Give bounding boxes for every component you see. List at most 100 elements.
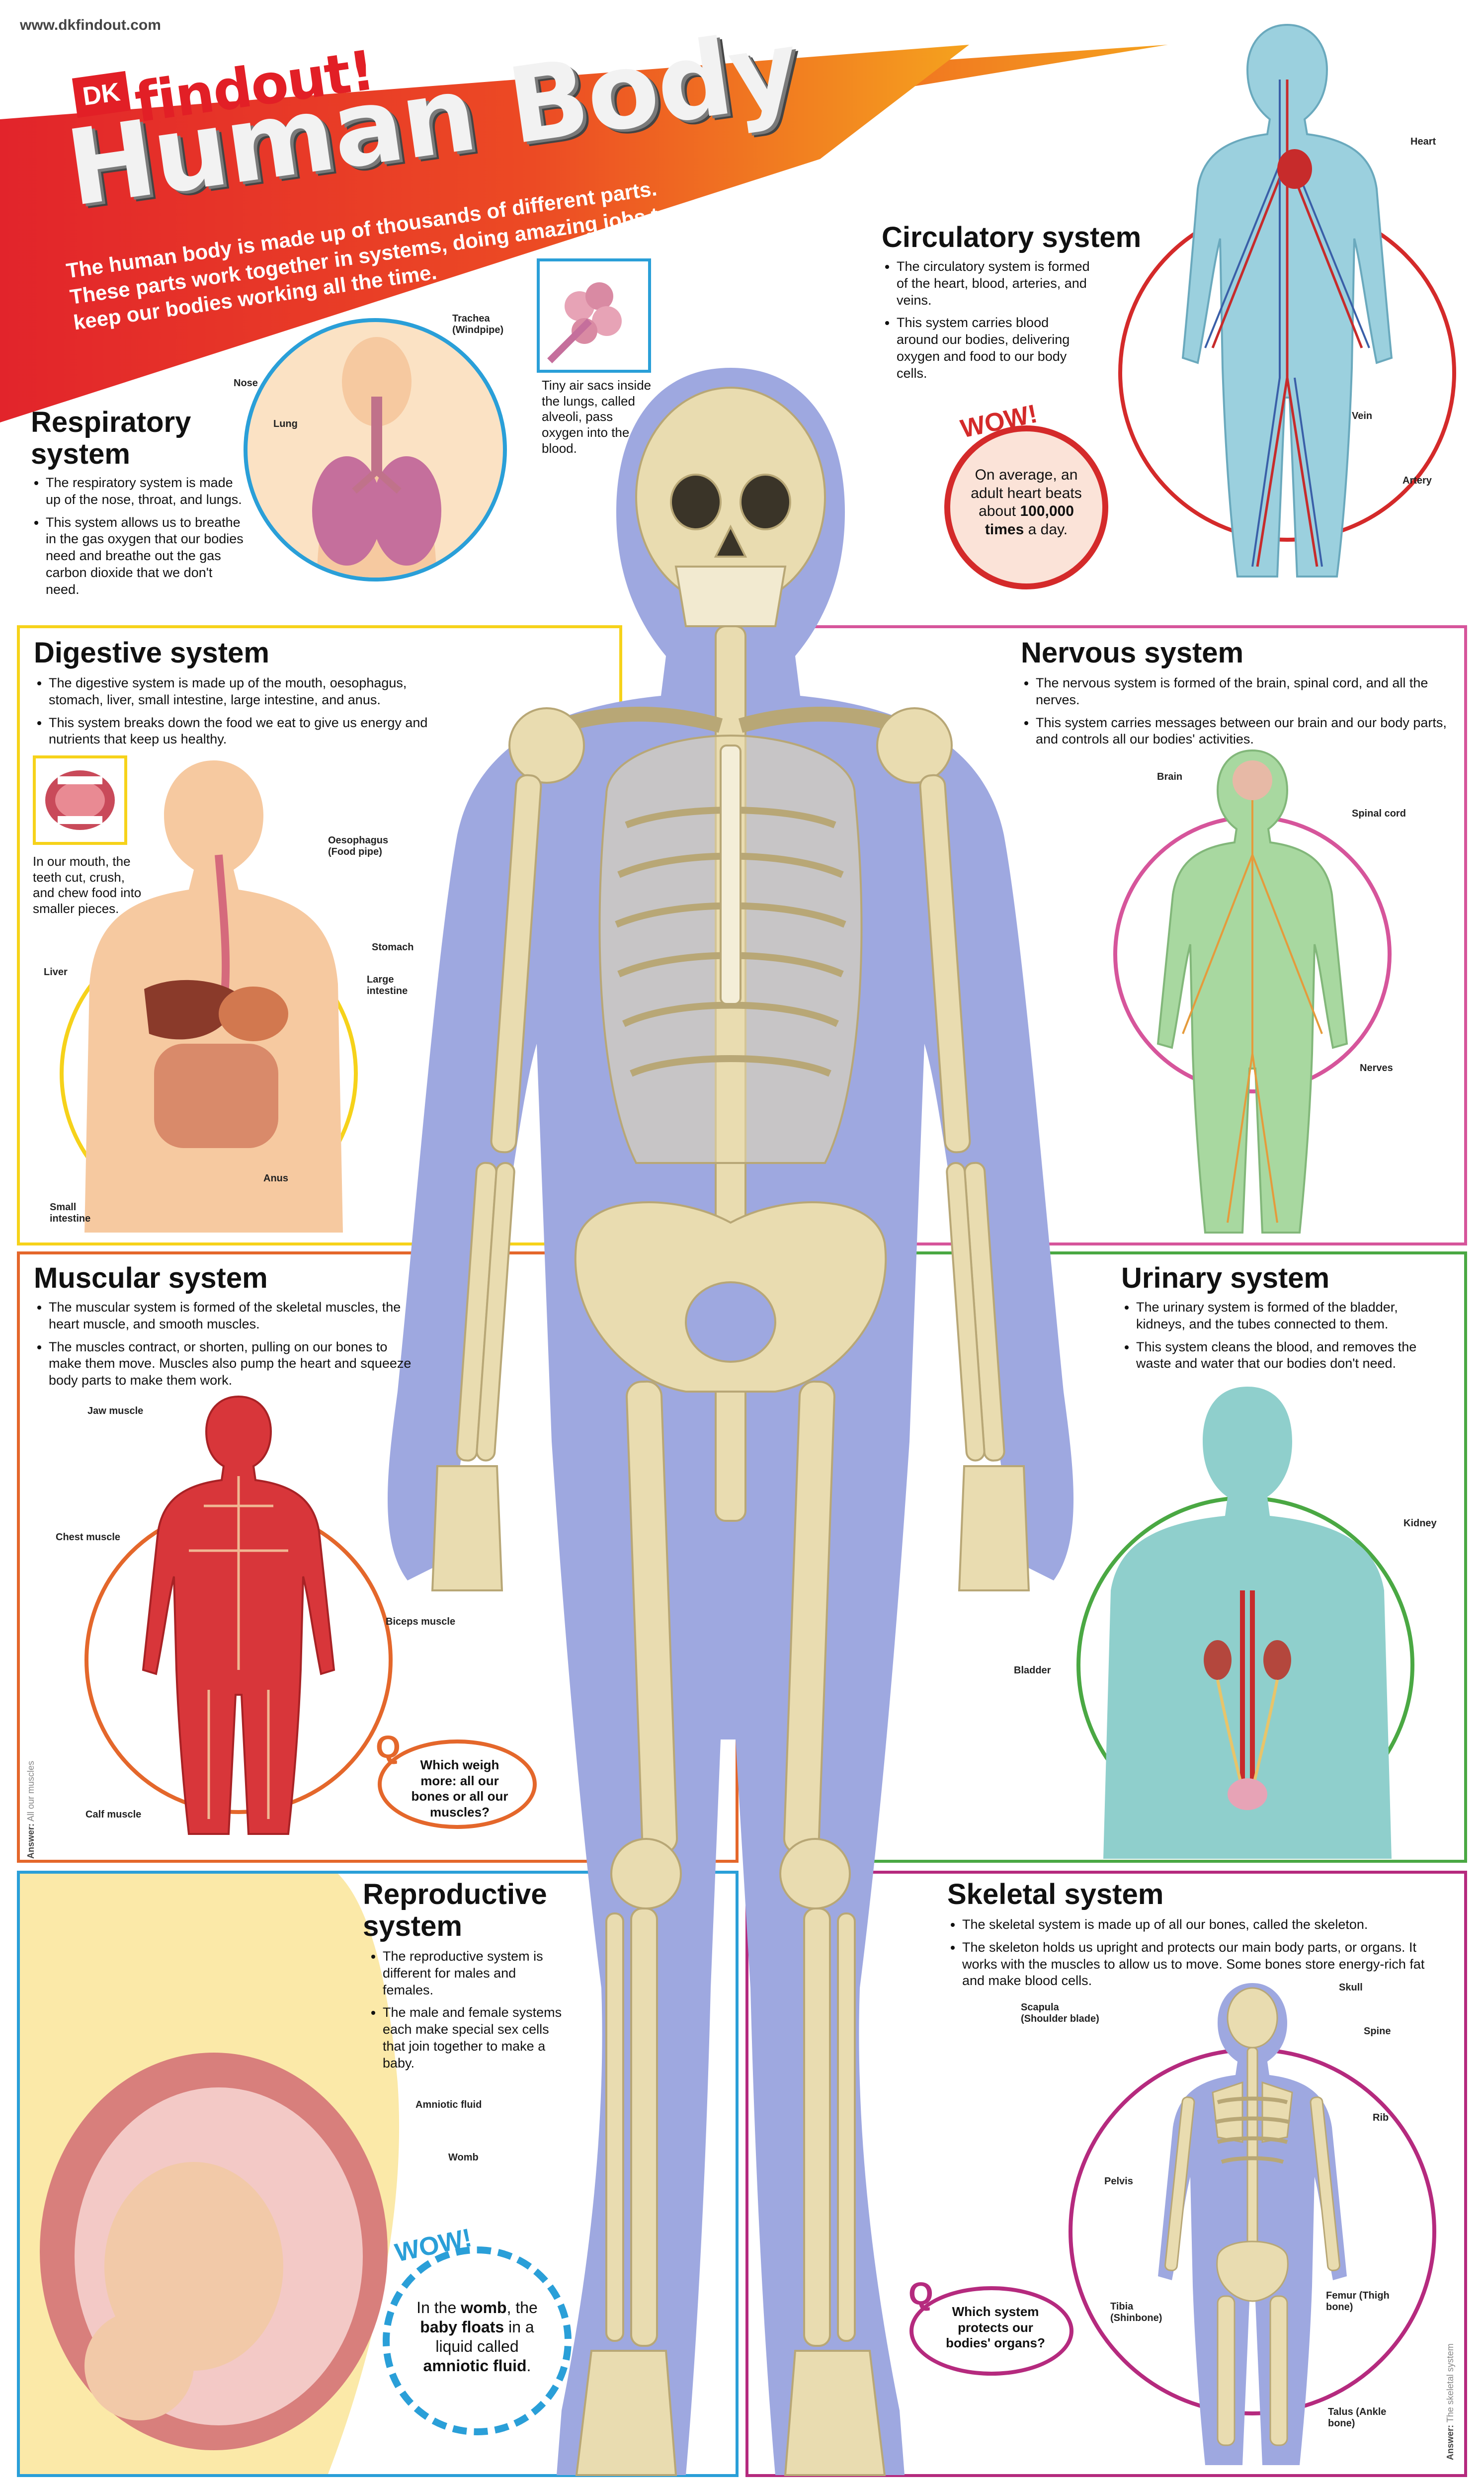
heart-organ bbox=[1277, 149, 1312, 189]
label-chest-muscle: Chest muscle bbox=[56, 1532, 121, 1543]
question-badge: Q bbox=[908, 2276, 933, 2312]
nervous-bullet: This system carries messages between our… bbox=[1036, 715, 1448, 748]
circulatory-title: Circulatory system bbox=[882, 221, 1142, 253]
title-banner bbox=[0, 45, 1168, 422]
label-oesophagus: Oesophagus (Food pipe) bbox=[328, 835, 389, 857]
muscular-figure bbox=[142, 1395, 335, 1835]
digestive-text: The digestive system is made up of the m… bbox=[34, 675, 461, 754]
kidney-left bbox=[1204, 1640, 1232, 1680]
mouth-icon bbox=[45, 770, 115, 830]
circulatory-bullet: The circulatory system is formed of the … bbox=[897, 258, 1090, 309]
wow-text: On average, an adult heart beats about bbox=[971, 467, 1082, 520]
label-nose: Nose bbox=[234, 378, 258, 389]
label-biceps-muscle: Biceps muscle bbox=[386, 1616, 456, 1627]
label-spine: Spine bbox=[1364, 2026, 1391, 2037]
circulatory-bullet: This system carries blood around our bod… bbox=[897, 315, 1090, 382]
stomach-organ bbox=[219, 987, 288, 1041]
muscle-question-text: Which weigh more: all our bones or all o… bbox=[411, 1757, 508, 1820]
muscular-bullet: The muscular system is formed of the ske… bbox=[49, 1299, 412, 1333]
urinary-text: The urinary system is formed of the blad… bbox=[1121, 1299, 1449, 1378]
label-kidney: Kidney bbox=[1403, 1518, 1437, 1529]
mouth-caption: In our mouth, the teeth cut, crush, and … bbox=[33, 854, 142, 916]
label-brain: Brain bbox=[1157, 771, 1183, 782]
alveoli-inset bbox=[537, 258, 651, 373]
wow-text-bold: baby floats bbox=[420, 2318, 504, 2336]
wow-text: In the bbox=[416, 2299, 457, 2317]
circulatory-figure bbox=[1181, 23, 1393, 578]
label-skull: Skull bbox=[1339, 1982, 1363, 1993]
nervous-title: Nervous system bbox=[1021, 637, 1244, 669]
liver-organ bbox=[144, 980, 239, 1040]
label-scapula: Scapula (Shoulder blade) bbox=[1021, 2002, 1099, 2024]
label-large-intestine: Large intestine bbox=[367, 974, 408, 996]
wow-text: a day. bbox=[1028, 521, 1068, 538]
nervous-bullet: The nervous system is formed of the brai… bbox=[1036, 675, 1448, 709]
skeleton-answer: Answer: The skeletal system bbox=[1445, 2343, 1456, 2460]
muscular-bullet: The muscles contract, or shorten, pullin… bbox=[49, 1339, 412, 1389]
skeletal-title: Skeletal system bbox=[947, 1878, 1164, 1910]
label-femur: Femur (Thigh bone) bbox=[1326, 2290, 1390, 2313]
answer-label: Answer: bbox=[1445, 2424, 1455, 2460]
alveoli-illustration bbox=[547, 282, 622, 363]
reproductive-bullet: The male and female systems each make sp… bbox=[383, 2004, 567, 2071]
nervous-figure bbox=[1156, 749, 1348, 1234]
label-anus: Anus bbox=[263, 1173, 288, 1184]
label-talus: Talus (Ankle bone) bbox=[1328, 2406, 1387, 2429]
label-nerves: Nerves bbox=[1360, 1063, 1393, 1074]
label-jaw-muscle: Jaw muscle bbox=[87, 1406, 144, 1416]
label-vein: Vein bbox=[1352, 411, 1373, 421]
muscular-title: Muscular system bbox=[34, 1262, 268, 1294]
skeleton-question-text: Which system protects our bodies' organs… bbox=[946, 2304, 1045, 2351]
alveoli-caption: Tiny air sacs inside the lungs, called a… bbox=[542, 378, 652, 456]
reproductive-title: Reproductive system bbox=[363, 1878, 547, 1942]
mouth-inset bbox=[33, 755, 127, 845]
circulatory-text: The circulatory system is formed of the … bbox=[882, 258, 1090, 388]
muscle-answer: Answer: All our muscles bbox=[26, 1761, 36, 1859]
answer-text: The skeletal system bbox=[1445, 2343, 1455, 2423]
intestine-organ bbox=[154, 1044, 278, 1148]
answer-text: All our muscles bbox=[26, 1760, 36, 1822]
womb-illustration bbox=[40, 2053, 388, 2450]
label-womb: Womb bbox=[448, 2152, 479, 2163]
nervous-text: The nervous system is formed of the brai… bbox=[1021, 675, 1448, 754]
respiratory-illustration bbox=[312, 337, 441, 578]
digestive-bullet: This system breaks down the food we eat … bbox=[49, 715, 461, 748]
skull-bone-small bbox=[1227, 1987, 1278, 2049]
womb-wow-bubble: WOW! In the womb, the baby floats in a l… bbox=[383, 2223, 572, 2435]
label-small-intestine: Small intestine bbox=[50, 1202, 91, 1224]
skeletal-bullet: The skeleton holds us upright and protec… bbox=[962, 1939, 1449, 1989]
urinary-bullet: This system cleans the blood, and remove… bbox=[1136, 1339, 1449, 1373]
label-heart: Heart bbox=[1410, 136, 1436, 147]
urinary-bullet: The urinary system is formed of the blad… bbox=[1136, 1299, 1449, 1333]
urinary-figure bbox=[1103, 1387, 1392, 1859]
reproductive-text: The reproductive system is different for… bbox=[368, 1948, 567, 2077]
respiratory-title: Respiratory system bbox=[31, 406, 191, 470]
label-bladder: Bladder bbox=[1014, 1665, 1051, 1676]
muscle-question-bubble: Q Which weigh more: all our bones or all… bbox=[376, 1729, 537, 1829]
question-badge: Q bbox=[376, 1729, 401, 1765]
brain-organ bbox=[1233, 760, 1272, 800]
label-liver: Liver bbox=[44, 967, 68, 978]
label-trachea: Trachea (Windpipe) bbox=[452, 313, 504, 335]
baby-head bbox=[84, 2311, 194, 2420]
digestive-bullet: The digestive system is made up of the m… bbox=[49, 675, 461, 709]
label-artery: Artery bbox=[1402, 475, 1432, 486]
central-skeleton-figure bbox=[388, 368, 1073, 2476]
respiratory-text: The respiratory system is made up of the… bbox=[31, 475, 249, 604]
wow-text-bold: amniotic fluid bbox=[423, 2357, 527, 2375]
digestive-figure bbox=[84, 760, 343, 1233]
label-tibia: Tibia (Shinbone) bbox=[1110, 2301, 1162, 2323]
heart-wow-bubble: WOW! On average, an adult heart beats ab… bbox=[944, 399, 1108, 589]
wow-text: . bbox=[526, 2357, 531, 2375]
urinary-title: Urinary system bbox=[1121, 1262, 1330, 1294]
site-url[interactable]: www.dkfindout.com bbox=[20, 17, 161, 33]
skeleton-question-bubble: Q Which system protects our bodies' orga… bbox=[908, 2276, 1073, 2376]
skeletal-figure bbox=[1158, 1983, 1347, 2465]
label-spinal-cord: Spinal cord bbox=[1352, 808, 1406, 819]
label-amniotic-fluid: Amniotic fluid bbox=[415, 2099, 482, 2110]
label-rib: Rib bbox=[1373, 2112, 1389, 2123]
wow-text-bold: 100,000 times bbox=[985, 503, 1074, 538]
respiratory-bullet: The respiratory system is made up of the… bbox=[46, 475, 249, 508]
wow-text-bold: womb bbox=[461, 2299, 507, 2317]
skeletal-bullet: The skeletal system is made up of all ou… bbox=[962, 1916, 1449, 1933]
